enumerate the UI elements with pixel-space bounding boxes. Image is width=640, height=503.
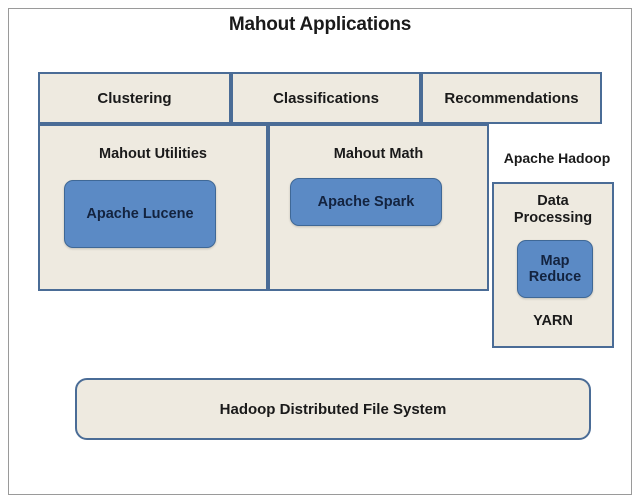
app-category-clustering[interactable]: Clustering [38, 72, 231, 124]
map-reduce-line2: Reduce [528, 269, 582, 285]
panel-mahout-utilities[interactable]: Mahout Utilities Apache Lucene [38, 124, 268, 291]
panel-data-processing-label: Data Processing [494, 193, 612, 227]
panel-mahout-math[interactable]: Mahout Math Apache Spark [268, 124, 489, 291]
app-category-classifications[interactable]: Classifications [231, 72, 421, 124]
map-reduce-line1: Map [540, 252, 570, 269]
component-map-reduce[interactable]: Map Reduce [517, 240, 593, 298]
data-processing-label-line2: Processing [513, 210, 593, 227]
component-apache-spark[interactable]: Apache Spark [290, 178, 442, 226]
data-processing-label-line1: Data [537, 193, 569, 209]
panel-apache-hadoop-label: Apache Hadoop [503, 150, 611, 166]
component-apache-lucene[interactable]: Apache Lucene [64, 180, 216, 248]
panel-data-processing[interactable]: Data Processing Map Reduce YARN [492, 182, 614, 348]
panel-mahout-math-label: Mahout Math [333, 146, 424, 162]
panel-hadoop-distributed-file-system[interactable]: Hadoop Distributed File System [75, 378, 591, 440]
app-category-recommendations[interactable]: Recommendations [421, 72, 602, 124]
diagram-title: Mahout Applications [228, 14, 412, 35]
component-yarn[interactable]: YARN [533, 313, 573, 329]
panel-mahout-utilities-label: Mahout Utilities [99, 146, 207, 162]
